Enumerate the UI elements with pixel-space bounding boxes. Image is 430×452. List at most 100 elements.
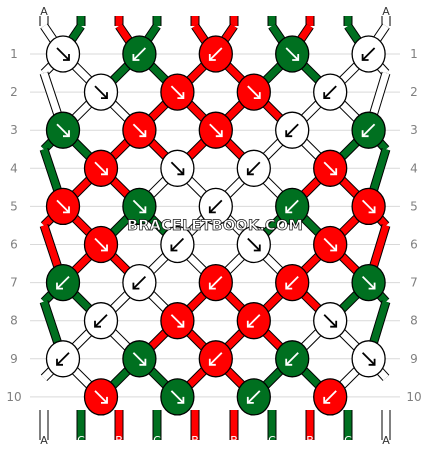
string-letter-bottom-9: C [344, 434, 352, 447]
arrow-icon [285, 275, 299, 290]
knot-r10-4 [313, 378, 348, 416]
string-letter-top-6: B [230, 5, 238, 18]
row-label-left-3: 3 [10, 123, 18, 137]
arrow-icon [208, 47, 223, 61]
row-label-left-1: 1 [10, 47, 18, 61]
arrow-icon [132, 47, 147, 61]
row-label-right-5: 5 [410, 199, 418, 213]
string-letter-bottom-3: B [115, 434, 123, 447]
arrow-icon [208, 199, 223, 214]
knot-r3-2 [122, 111, 157, 149]
arrow-icon [361, 352, 376, 366]
string-letter-bottom-10: A [382, 434, 390, 447]
row-label-right-2: 2 [410, 85, 418, 99]
arrow-icon [323, 237, 338, 252]
arrow-icon [170, 161, 185, 176]
string-letter-top-8: B [306, 5, 314, 18]
string-letter-top-4: C [153, 5, 161, 18]
knot-r10-1 [83, 378, 119, 416]
arrow-icon [132, 123, 147, 138]
knot-r2-2 [160, 73, 195, 111]
arrow-icon [323, 314, 338, 328]
knot-r1-2 [122, 35, 157, 73]
string-letter-bottom-6: B [230, 434, 238, 447]
row-label-right-9: 9 [410, 352, 418, 366]
arrow-icon [247, 237, 261, 252]
row-label-left-9: 9 [10, 352, 18, 366]
knot-r7-4 [275, 263, 310, 302]
string-letter-top-7: C [268, 5, 276, 18]
knot-r5-5 [351, 187, 386, 226]
arrow-icon [285, 47, 300, 61]
knot-r6-2 [160, 225, 195, 264]
arrow-icon [94, 161, 108, 176]
row-label-left-5: 5 [10, 199, 18, 213]
knot-r3-1 [45, 111, 81, 149]
knot-r5-1 [45, 187, 81, 226]
knot-r2-1 [83, 73, 119, 111]
knot-r1-5 [351, 35, 386, 73]
arrow-icon [285, 123, 299, 138]
knot-r7-5 [351, 263, 386, 302]
arrow-icon [170, 85, 185, 99]
string-letter-bottom-5: B [191, 434, 199, 447]
row-label-left-10: 10 [6, 390, 21, 404]
knot-r6-3 [236, 225, 271, 264]
knot-r6-4 [313, 225, 348, 264]
knot-r9-1 [45, 340, 81, 378]
arrow-icon [361, 123, 376, 138]
knot-r5-4 [275, 187, 310, 226]
knot-r2-3 [236, 73, 271, 111]
row-label-right-4: 4 [410, 161, 418, 175]
knot-r8-2 [160, 302, 195, 340]
arrow-icon [361, 199, 376, 214]
knot-r1-3 [198, 35, 233, 73]
arrow-icon [361, 275, 376, 290]
knot-r8-1 [83, 302, 119, 340]
row-label-right-7: 7 [410, 276, 418, 290]
knot-r9-4 [275, 340, 310, 378]
knot-r3-4 [275, 111, 310, 149]
arrow-icon [170, 237, 185, 252]
arrow-icon [94, 314, 108, 328]
knot-r4-1 [83, 149, 119, 187]
string-letter-top-3: B [115, 5, 123, 18]
knot-r9-5 [351, 340, 386, 378]
knot-r7-2 [122, 263, 157, 302]
arrow-icon [56, 123, 70, 138]
row-label-left-7: 7 [10, 276, 18, 290]
string-letter-bottom-1: A [40, 434, 48, 447]
arrow-icon [361, 47, 376, 61]
string-letter-top-5: B [191, 5, 199, 18]
knots [45, 35, 386, 416]
string-letter-top-10: A [382, 5, 390, 18]
arrow-icon [94, 390, 108, 404]
knot-r1-1 [45, 35, 81, 73]
knot-r5-3 [198, 187, 233, 226]
arrow-icon [170, 314, 185, 328]
knot-r4-3 [236, 149, 271, 187]
row-label-left-4: 4 [10, 161, 18, 175]
knot-r4-2 [160, 149, 195, 187]
knot-r7-3 [198, 263, 233, 302]
arrow-icon [132, 275, 147, 290]
arrow-icon [246, 161, 261, 176]
row-label-right-1: 1 [410, 47, 418, 61]
knot-r1-4 [275, 35, 310, 73]
arrow-icon [246, 314, 261, 328]
knot-r10-3 [236, 378, 271, 416]
row-label-right-8: 8 [410, 314, 418, 328]
row-label-left-6: 6 [10, 238, 18, 252]
arrow-icon [56, 275, 70, 290]
knot-r6-1 [83, 225, 119, 264]
arrow-icon [56, 199, 70, 214]
string-letter-top-2: C [77, 5, 85, 18]
knot-r2-4 [313, 73, 348, 111]
knot-r8-3 [236, 302, 271, 340]
string-letter-top-9: C [344, 5, 352, 18]
arrow-icon [323, 161, 338, 176]
arrow-icon [94, 237, 108, 252]
arrow-icon [56, 47, 70, 61]
arrow-icon [208, 275, 223, 290]
